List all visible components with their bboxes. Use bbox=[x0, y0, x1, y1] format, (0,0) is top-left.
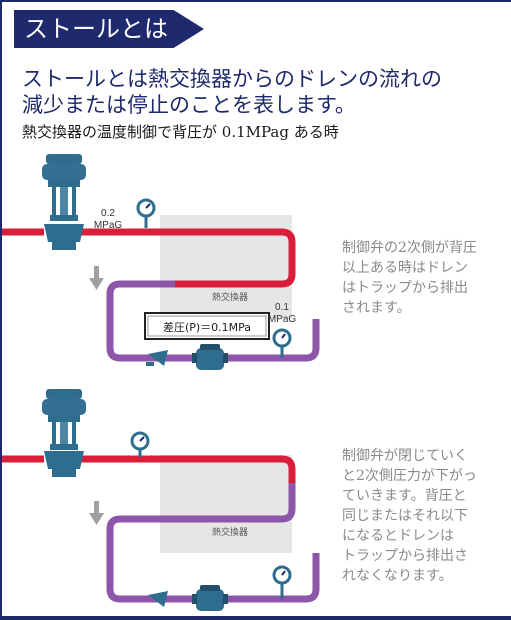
condensate-line bbox=[106, 280, 320, 362]
inlet-pressure-value: 0.2 bbox=[101, 208, 115, 219]
top-note-line-1: 制御弁の2次側が背圧 bbox=[342, 240, 477, 256]
pressure-gauge-inlet-icon bbox=[130, 431, 150, 457]
steam-trap-icon bbox=[192, 344, 228, 370]
frame-bottom-border bbox=[0, 616, 511, 620]
outlet-pressure-unit: MPaG bbox=[268, 314, 297, 325]
bottom-note-line-7: れなくなります。 bbox=[342, 568, 453, 584]
bottom-note-line-2: と2次側圧力が下がっ bbox=[342, 468, 477, 484]
top-explanation: 制御弁の2次側が背圧 以上ある時はドレン はトラップから排出 されます。 bbox=[342, 238, 477, 318]
title-banner bbox=[14, 10, 204, 48]
down-arrow-icon bbox=[89, 266, 104, 290]
frame-left-border bbox=[0, 0, 2, 620]
pressure-gauge-inlet-icon bbox=[136, 198, 156, 228]
stall-diagram-top: 0.2 MPaG 熱交換器 差圧(P)＝0.1MPa 0.1 MPaG bbox=[2, 154, 320, 370]
check-valve-icon bbox=[146, 350, 168, 366]
bottom-note-line-5: になるとドレンは bbox=[342, 528, 454, 544]
top-note-line-4: されます。 bbox=[342, 300, 411, 316]
top-note-line-3: はトラップから排出 bbox=[342, 280, 468, 296]
check-valve-icon bbox=[148, 591, 168, 607]
inlet-pressure-unit: MPaG bbox=[94, 220, 123, 231]
steam-outlet-line bbox=[80, 455, 296, 483]
steam-outlet-line bbox=[80, 228, 296, 288]
control-valve-icon bbox=[42, 154, 86, 250]
stall-diagram-bottom: 熱交換器 bbox=[2, 389, 320, 611]
steam-trap-icon bbox=[192, 585, 228, 611]
down-arrow-icon bbox=[89, 501, 104, 525]
banner-title: ストールとは bbox=[24, 15, 168, 43]
condition-text: 熱交換器の温度制御で背圧が 0.1MPag ある時 bbox=[22, 123, 339, 141]
bottom-note-line-4: 同じまたはそれ以下 bbox=[342, 508, 468, 524]
frame-top-border bbox=[0, 0, 511, 2]
outlet-pressure-value: 0.1 bbox=[275, 302, 289, 313]
bottom-explanation: 制御弁が閉じていく と2次側圧力が下がっ ていきます。背圧と 同じまたはそれ以下… bbox=[342, 446, 477, 586]
heat-exchanger-label: 熱交換器 bbox=[212, 291, 248, 303]
bottom-note-line-6: トラップから排出さ bbox=[342, 548, 468, 564]
control-valve-icon bbox=[42, 389, 86, 477]
bottom-note-line-1: 制御弁が閉じていく bbox=[342, 448, 468, 464]
condensate-line bbox=[106, 483, 320, 603]
pressure-gauge-outlet-icon bbox=[272, 328, 292, 358]
diff-pressure-box bbox=[144, 312, 270, 340]
pressure-gauge-outlet-icon bbox=[272, 565, 292, 599]
top-note-line-2: 以上ある時はドレン bbox=[342, 260, 468, 276]
intro-line-2: 減少または停止のことを表します。 bbox=[22, 93, 356, 117]
bottom-note-line-3: ていきます。背圧と bbox=[342, 488, 467, 504]
heat-exchanger-box bbox=[160, 455, 292, 553]
intro-line-1: ストールとは熱交換器からのドレンの流れの bbox=[22, 67, 442, 91]
diff-pressure-label: 差圧(P)＝0.1MPa bbox=[163, 320, 251, 334]
heat-exchanger-label: 熱交換器 bbox=[212, 526, 248, 538]
